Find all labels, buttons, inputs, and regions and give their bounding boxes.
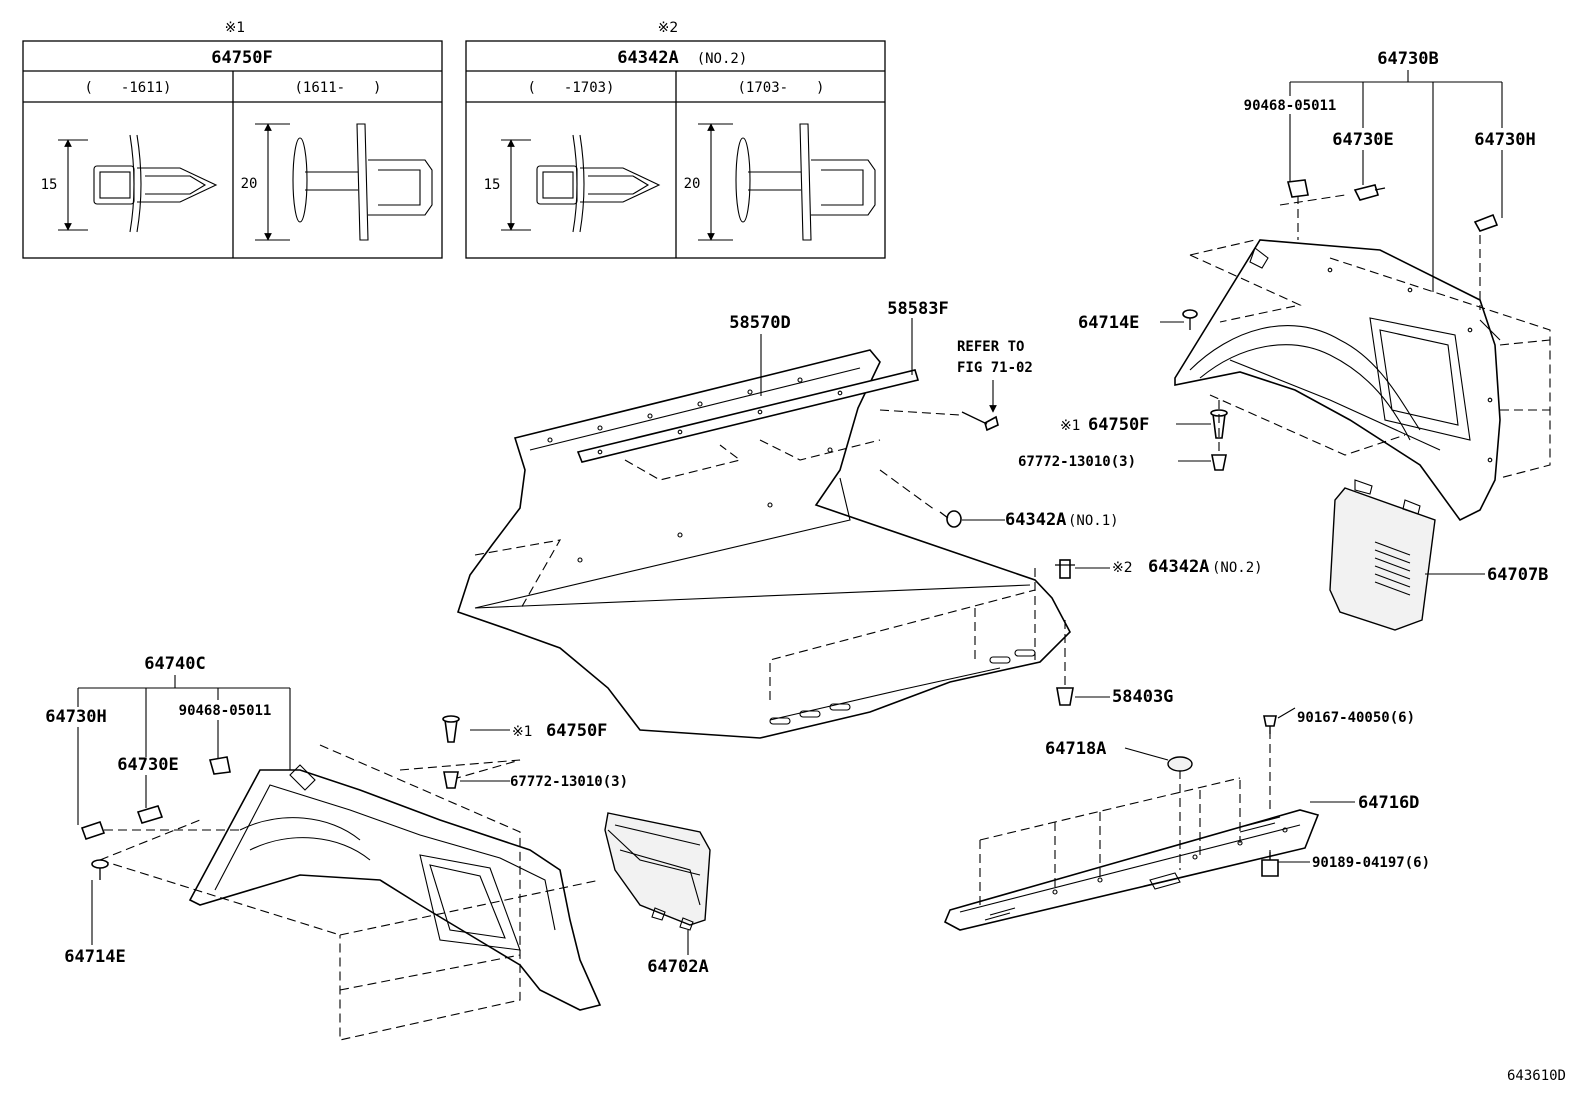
callout-64342A-no1: 64342A [1005,510,1066,530]
callout-64342A-no2-marker: ※2 [1112,560,1133,576]
table2-marker: ※2 [658,20,679,36]
callout-64750F-left: 64750F [546,721,607,741]
callout-64730H-left: 64730H [45,707,106,727]
clip-58403G [1056,620,1110,706]
clip-67772-left [443,771,510,789]
cover-64707B [1329,479,1485,631]
table1-marker: ※1 [225,20,246,36]
clip-15mm-drawing-2: 15 [484,134,661,233]
callout-64714E-right: 64714E [1078,313,1139,333]
callout-90468-right: 90468-05011 [1244,98,1337,114]
clip-15mm-drawing: 15 [41,134,218,233]
clip-67772-right [1211,400,1227,471]
callout-refer-line1: REFER TO [957,339,1024,355]
callout-67772-left: 67772-13010(3) [510,774,628,790]
screw-refer [879,380,999,432]
callout-90167: 90167-40050(6) [1297,710,1415,726]
clip-90468-left [208,756,231,775]
callout-64730B: 64730B [1377,49,1438,69]
trim-strip-58583F [576,369,920,481]
screw-90167 [1263,715,1277,734]
callout-90468-left: 90468-05011 [179,703,272,719]
table2-part-suffix: (NO.2) [697,51,748,67]
quarter-trim-64740C [90,744,602,1041]
table2-range-new: (1703- ) [737,80,824,96]
table2-part-number: 64342A [617,48,678,68]
storage-box-64702A [604,812,711,955]
clip-64718A [1167,756,1193,772]
callout-64740C: 64740C [144,654,205,674]
clip-64730E-left [136,805,164,824]
clip-20mm-drawing: 20 [241,123,433,241]
table1-part-number: 64750F [211,48,272,68]
callout-64707B: 64707B [1487,565,1548,585]
callout-90189: 90189-04197(6) [1312,855,1430,871]
clip-64714E-left [91,859,109,880]
callout-64730E-right: 64730E [1332,130,1393,150]
callout-64750F-right-marker: ※1 [1060,418,1081,434]
callout-64716D: 64716D [1358,793,1419,813]
clip-64750F-right [1210,409,1228,439]
leader-lines [77,70,1503,945]
table2-dim-15: 15 [484,177,501,193]
callout-58570D: 58570D [729,313,790,333]
scuff-plate-64716D [943,730,1320,931]
clip-table-64750F: ※1 64750F ( -1611) (1611- ) 15 20 [22,20,443,259]
nut-90189 [1261,852,1279,877]
callout-64718A: 64718A [1045,739,1106,759]
callout-67772-right: 67772-13010(3) [1018,454,1136,470]
clip-64342A-no1 [879,469,1005,528]
table2-range-old: ( -1703) [527,80,614,96]
quarter-trim-64730B [1174,194,1551,522]
callout-64730E-left: 64730E [117,755,178,775]
callout-64750F-left-marker: ※1 [512,724,533,740]
clip-64730H-right [1473,213,1499,232]
table1-dim-20: 20 [241,176,258,192]
callout-64342A-no1-suffix: (NO.1) [1068,513,1119,529]
clip-64714E-right [1182,309,1198,330]
callout-58403G: 58403G [1112,687,1173,707]
callout-58583F: 58583F [887,299,948,319]
clip-64342A-no2 [1055,559,1110,579]
callout-64714E-left: 64714E [64,947,125,967]
clip-64730H-left [80,820,106,841]
clip-64730E-right [1353,184,1386,201]
clip-table-64342A: ※2 64342A (NO.2) ( -1703) (1703- ) 15 20 [465,20,886,259]
table2-dim-20: 20 [684,176,701,192]
clip-64750F-left [442,715,510,743]
clip-20mm-drawing-2: 20 [684,123,876,241]
callout-64730H-right: 64730H [1474,130,1535,150]
callout-refer-line2: FIG 71-02 [957,360,1033,376]
table1-dim-15: 15 [41,177,58,193]
callout-64750F-right: 64750F [1088,415,1149,435]
table1-range-old: ( -1611) [84,80,171,96]
callout-64702A: 64702A [647,957,708,977]
figure-id: 643610D [1507,1068,1566,1084]
clip-90468-right [1286,179,1309,198]
table1-range-new: (1611- ) [294,80,381,96]
callout-64342A-no2-suffix: (NO.2) [1212,560,1263,576]
callout-64342A-no2: 64342A [1148,557,1209,577]
